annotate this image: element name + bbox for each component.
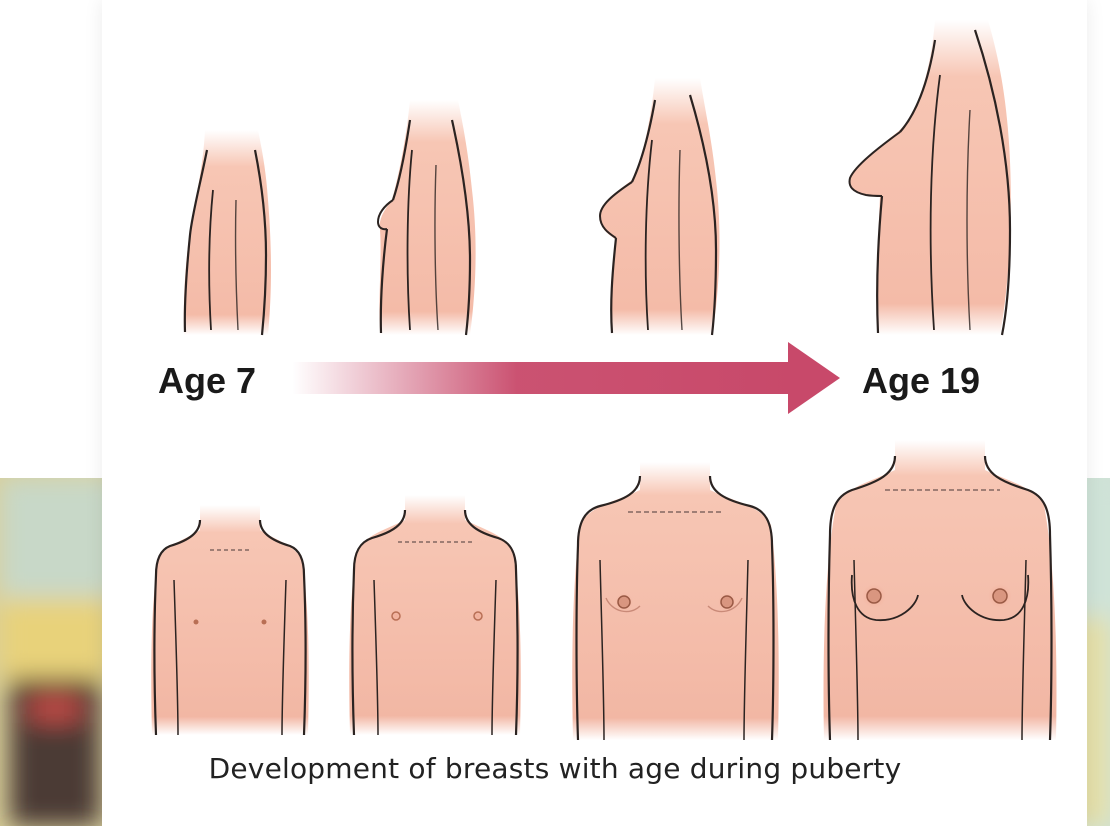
figure-caption: Development of breasts with age during p…: [0, 752, 1110, 785]
side-view-stage-1: [184, 130, 271, 335]
start-age-label: Age 7: [158, 360, 256, 402]
front-view-stage-2: [349, 495, 521, 735]
front-view-stage-3: [572, 462, 778, 740]
age-progression-arrow: [292, 342, 840, 414]
end-age-label: Age 19: [862, 360, 980, 402]
front-view-stage-4: [824, 440, 1057, 740]
front-view-stage-1: [151, 505, 309, 735]
side-view-stage-3: [600, 78, 720, 335]
side-view-stage-4: [850, 20, 1011, 335]
side-view-stage-2: [378, 100, 476, 335]
